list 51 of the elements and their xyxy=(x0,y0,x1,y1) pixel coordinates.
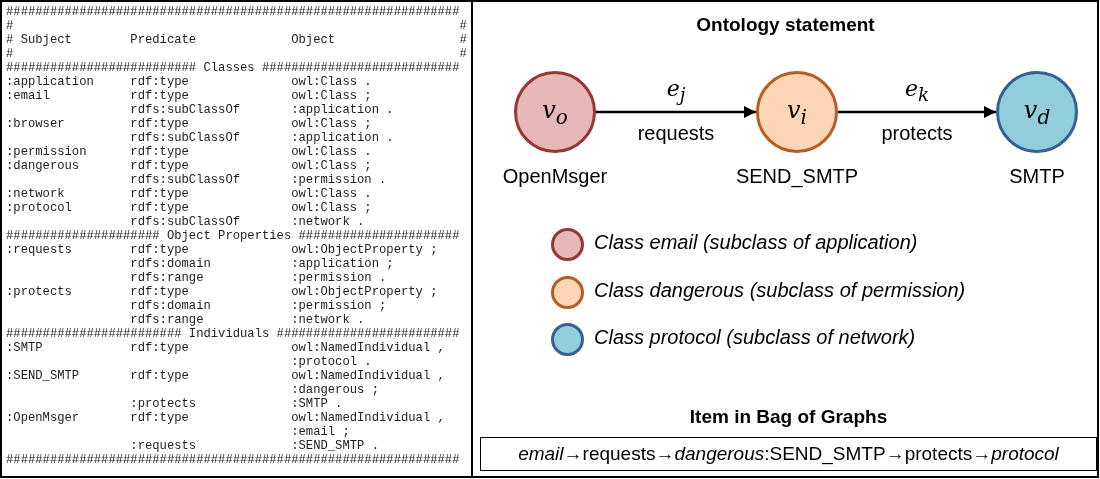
edge-symbol: e$_{j}$ xyxy=(666,78,686,105)
code-line: rdfs:subClassOf :permission . xyxy=(129,173,387,187)
node-variable: v$_{d}$ xyxy=(1023,97,1051,127)
panel-title: Ontology statement xyxy=(695,14,876,36)
edge-label: protects xyxy=(881,122,953,145)
code-line: :OpenMsger rdf:type owl:NamedIndividual , xyxy=(6,411,445,425)
code-line: :email rdf:type owl:Class ; xyxy=(6,89,372,103)
code-line: :requests rdf:type owl:ObjectProperty ; xyxy=(6,243,438,257)
code-line: :dangerous ; xyxy=(290,383,379,397)
legend-text: Class protocol (subclass of network) xyxy=(594,326,916,349)
code-line: ############################################################## xyxy=(6,5,460,19)
code-line: rdfs:subClassOf :application . xyxy=(129,103,394,117)
code-line: :network rdf:type owl:Class . xyxy=(6,187,372,201)
code-line: rdfs:subClassOf :application . xyxy=(129,131,394,145)
code-line: rdfs:subClassOf :network . xyxy=(129,215,365,229)
node-variable: v$_{o}$ xyxy=(542,97,568,127)
code-line: :email ; xyxy=(290,425,350,439)
arrow xyxy=(838,105,996,119)
code-line: ############################################################## xyxy=(6,453,460,467)
code-line: rdfs:range :network . xyxy=(129,313,365,327)
section-heading: Item in Bag of Graphs xyxy=(688,406,889,428)
code-line: # # xyxy=(6,47,467,61)
code-line: :SEND_SMTP rdf:type owl:NamedIndividual , xyxy=(6,369,445,383)
arrow xyxy=(596,105,756,119)
code-line: # # xyxy=(6,19,467,33)
code-line: :protocol rdf:type owl:Class ; xyxy=(6,201,372,215)
code-line: rdfs:domain :permission ; xyxy=(129,299,387,313)
code-line: :browser rdf:type owl:Class ; xyxy=(6,117,372,131)
code-line: ######################## Individuals ######################### xyxy=(6,327,460,341)
code-line: :protocol . xyxy=(290,355,372,369)
code-line: :permission rdf:type owl:Class . xyxy=(6,145,372,159)
code-line: ##################### Object Properties ###################### xyxy=(6,229,460,243)
code-line: :protects rdf:type owl:ObjectProperty ; xyxy=(6,285,438,299)
code-line: :application rdf:type owl:Class . xyxy=(6,75,372,89)
legend-text: Class email (subclass of application) xyxy=(594,231,918,254)
code-line: :SMTP rdf:type owl:NamedIndividual , xyxy=(6,341,445,355)
code-line: :requests :SEND_SMTP . xyxy=(129,439,379,453)
node-caption: SMTP xyxy=(1009,165,1065,188)
edge-label: requests xyxy=(637,122,715,145)
node-caption: OpenMsger xyxy=(502,165,608,188)
code-line: rdfs:domain :application ; xyxy=(129,257,394,271)
code-line: :protects :SMTP . xyxy=(129,397,343,411)
edge-symbol: e$_{k}$ xyxy=(904,78,930,105)
node-caption: SEND_SMTP xyxy=(735,165,859,188)
node-variable: v$_{i}$ xyxy=(787,97,807,127)
legend-text: Class dangerous (subclass of permission) xyxy=(594,278,966,302)
code-line: ########################## Classes ########################### xyxy=(6,61,460,75)
code-line: # Subject Predicate Object # xyxy=(6,33,467,47)
graph-item-text-box: email→requests→dangerous:SEND_SMTP→protects→protocol xyxy=(480,437,1097,471)
code-line: rdfs:range :permission . xyxy=(129,271,387,285)
code-line: :dangerous rdf:type owl:Class ; xyxy=(6,159,372,173)
